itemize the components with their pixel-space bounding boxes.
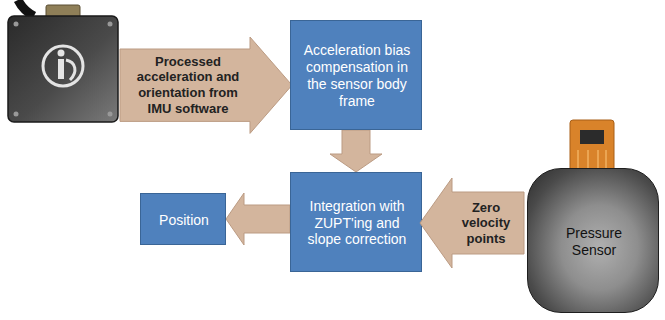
node-text: Integration with ZUPT'ing and slope corr…: [299, 198, 415, 248]
arrow-outline: [420, 178, 524, 268]
text-stack: Acceleration bias compensation in the se…: [299, 42, 415, 109]
text-area: Zero velocity points: [452, 195, 520, 251]
text-area: Position: [149, 200, 219, 240]
text-area: Acceleration bias compensation in the se…: [299, 27, 415, 125]
text-stack: Pressure Sensor: [546, 225, 642, 259]
imu-screw: [14, 22, 19, 27]
text-stack: Position: [149, 212, 219, 229]
node-text: Zero velocity points: [452, 200, 520, 247]
text-area: Integration with ZUPT'ing and slope corr…: [299, 179, 415, 267]
imu-screw: [108, 112, 113, 117]
node-text: Pressure Sensor: [546, 225, 642, 259]
imu-body: [8, 16, 118, 122]
block-arrow: [330, 130, 382, 172]
imu-screw: [108, 22, 113, 27]
process-box: Acceleration bias compensation in the se…: [290, 20, 422, 130]
text-stack: Integration with ZUPT'ing and slope corr…: [299, 198, 415, 248]
node-text: Position: [149, 212, 219, 229]
imu-device: [8, 0, 118, 122]
imu-cable: [18, 0, 34, 16]
text-area: Pressure Sensor: [546, 183, 642, 300]
node-text: Processed acceleration and orientation f…: [126, 54, 250, 116]
process-box: Integration with ZUPT'ing and slope corr…: [290, 172, 422, 272]
node-text: Acceleration bias compensation in the se…: [299, 42, 415, 109]
arrow-outline: [120, 37, 292, 133]
imu-logo: [43, 46, 83, 86]
text-area: Processed acceleration and orientation f…: [126, 52, 250, 118]
output-box: Position: [140, 193, 226, 245]
input-arrow: Zero velocity points: [420, 178, 524, 268]
text-stack: Zero velocity points: [452, 200, 520, 247]
text-stack: Processed acceleration and orientation f…: [126, 54, 250, 116]
input-arrow: Processed acceleration and orientation f…: [120, 37, 292, 133]
block-arrow: [226, 193, 290, 245]
imu-screw: [14, 112, 19, 117]
pressure-sensor: Pressure Sensor: [527, 168, 659, 313]
